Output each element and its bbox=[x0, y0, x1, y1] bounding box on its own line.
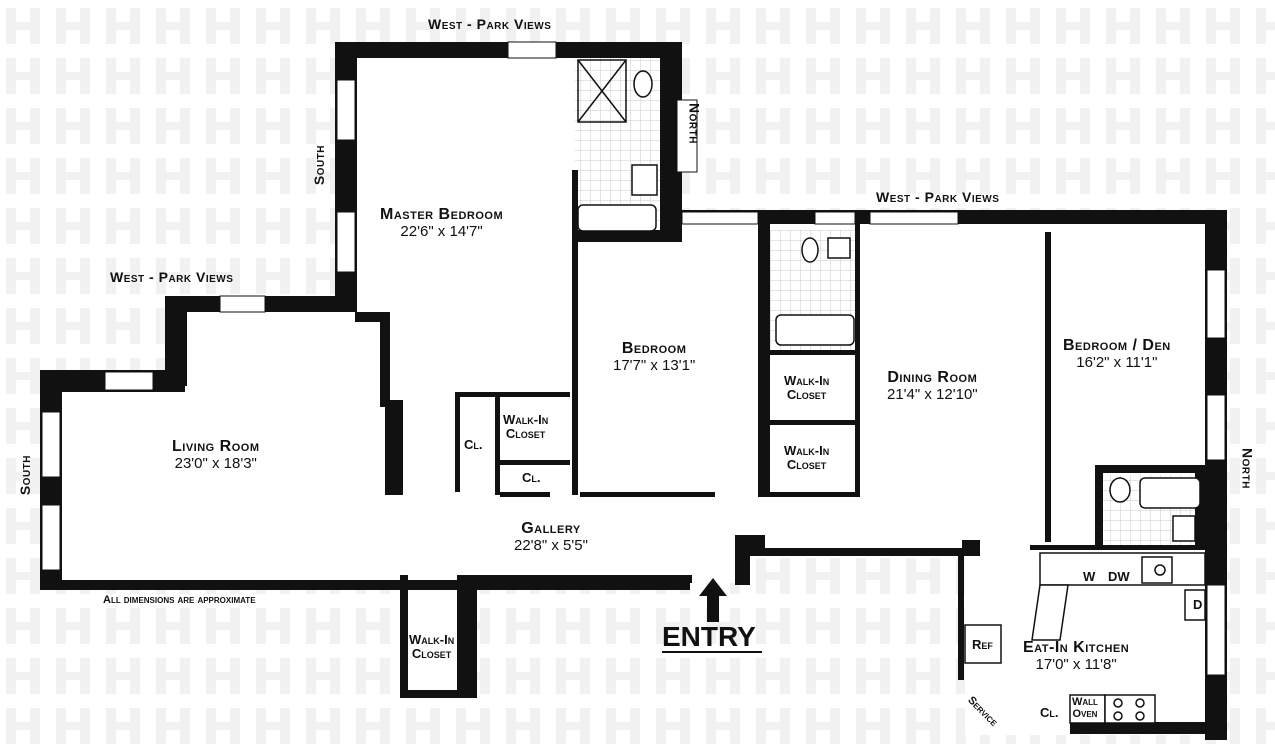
entry-label: ENTRY bbox=[662, 621, 756, 652]
room-name: Bedroom bbox=[621, 340, 687, 357]
dishwasher-label: DW bbox=[1108, 569, 1130, 584]
master-sink bbox=[631, 164, 658, 196]
entry-arrow-icon bbox=[699, 578, 727, 622]
room-dims: 16'2" x 11'1" bbox=[1076, 353, 1158, 371]
cooktop bbox=[1104, 694, 1156, 724]
room-dims: 17'0" x 11'8" bbox=[1035, 655, 1117, 673]
kitchen-d-unit bbox=[1184, 589, 1206, 621]
window-bed-west bbox=[681, 211, 759, 225]
den-toilet bbox=[1109, 477, 1131, 503]
ref-unit bbox=[964, 624, 1002, 664]
second-toilet bbox=[801, 237, 819, 263]
room-name: Dining Room bbox=[887, 369, 978, 386]
kitchen-counter bbox=[1039, 552, 1206, 586]
walk-in-closet-2: Walk-In Closet bbox=[784, 373, 830, 402]
room-name: Living Room bbox=[172, 438, 260, 455]
kitchen-sink bbox=[1141, 556, 1173, 584]
room-name: Gallery bbox=[521, 520, 581, 537]
room-dims: 23'0" x 18'3" bbox=[174, 454, 257, 472]
room-living-room: Living Room 23'0" x 18'3" bbox=[172, 438, 260, 472]
closet-cl-1: Cl. bbox=[464, 437, 483, 452]
orientation-west-top: West - Park Views bbox=[428, 16, 552, 32]
room-dims: 17'7" x 13'1" bbox=[613, 356, 696, 374]
windows bbox=[41, 41, 1226, 676]
window-master-south-2 bbox=[336, 211, 356, 273]
room-name: Master Bedroom bbox=[380, 206, 504, 223]
orientation-south-upper: South bbox=[311, 145, 327, 186]
room-name: Bedroom / Den bbox=[1063, 337, 1171, 354]
walk-in-closet-1: Walk-In Closet bbox=[503, 412, 549, 441]
closet-cl-3: Cl. bbox=[1040, 705, 1059, 720]
room-dims: 22'6" x 14'7" bbox=[400, 222, 483, 240]
kitchen-island bbox=[1031, 584, 1069, 641]
den-sink bbox=[1172, 515, 1196, 542]
room-gallery: Gallery 22'8" x 5'5" bbox=[514, 520, 588, 554]
room-bedroom-den: Bedroom / Den 16'2" x 11'1" bbox=[1063, 337, 1171, 371]
washer-label: W bbox=[1083, 569, 1096, 584]
second-sink bbox=[827, 237, 851, 259]
walk-in-closet-4: Walk-In Closet bbox=[409, 632, 455, 661]
master-toilet bbox=[633, 70, 653, 98]
window-living-west bbox=[219, 295, 266, 313]
orientation-west-left: West - Park Views bbox=[110, 269, 234, 285]
window-living-south-1 bbox=[41, 411, 61, 478]
window-master-south-1 bbox=[336, 79, 356, 141]
window-master-north bbox=[676, 99, 698, 173]
window-bath-west bbox=[814, 211, 856, 225]
fixtures bbox=[577, 59, 1206, 724]
room-master-bedroom: Master Bedroom 22'6" x 14'7" bbox=[380, 206, 504, 240]
window-living-sw bbox=[104, 371, 154, 391]
den-tub bbox=[1139, 477, 1201, 509]
window-master-west bbox=[507, 41, 557, 59]
master-shower bbox=[577, 59, 627, 123]
orientation-north-upper: North bbox=[686, 103, 703, 144]
master-tub bbox=[577, 204, 657, 232]
dryer-label: D bbox=[1193, 597, 1203, 612]
dimensions-note: All dimensions are approximate bbox=[103, 594, 256, 606]
window-dining-west bbox=[869, 211, 959, 225]
refrigerator-label: Ref bbox=[972, 637, 993, 652]
room-dims: 21'4" x 12'10" bbox=[887, 385, 978, 403]
orientation-north-lower: North bbox=[1239, 448, 1256, 489]
orientation-south-lower: South bbox=[17, 455, 33, 496]
orientation-west-mid: West - Park Views bbox=[876, 189, 1000, 205]
walk-in-closet-3: Walk-In Closet bbox=[784, 443, 830, 472]
window-den-north-1 bbox=[1206, 269, 1226, 339]
closet-cl-2: Cl. bbox=[522, 470, 541, 485]
window-den-north-2 bbox=[1206, 394, 1226, 461]
window-living-south-2 bbox=[41, 504, 61, 571]
second-tub bbox=[775, 314, 855, 346]
room-kitchen: Eat-In Kitchen 17'0" x 11'8" bbox=[1023, 639, 1130, 673]
room-bedroom: Bedroom 17'7" x 13'1" bbox=[613, 340, 696, 374]
window-kitchen-north bbox=[1206, 584, 1226, 676]
room-name: Eat-In Kitchen bbox=[1023, 639, 1130, 656]
room-dims: 22'8" x 5'5" bbox=[514, 536, 588, 554]
wall-oven-label: Wall Oven bbox=[1072, 696, 1098, 720]
room-dining-room: Dining Room 21'4" x 12'10" bbox=[887, 369, 978, 403]
